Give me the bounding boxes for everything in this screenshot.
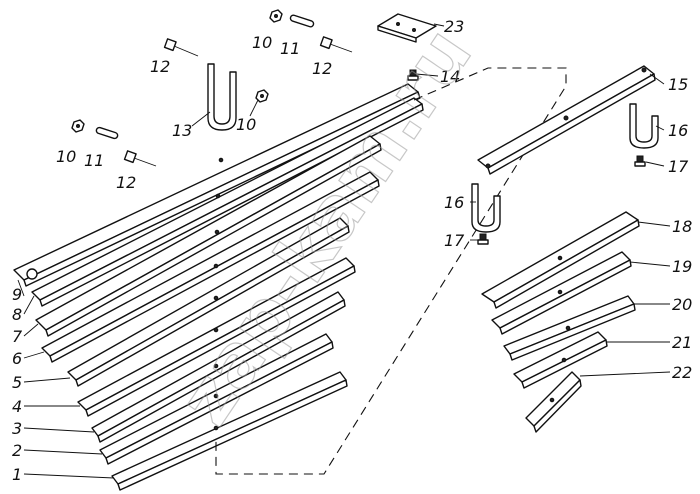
callout-5: 5 [12, 373, 22, 392]
callout-8: 8 [12, 305, 22, 324]
callout-13: 13 [172, 121, 192, 140]
callout-11-a: 11 [280, 39, 300, 58]
leaf-3-edge [97, 299, 346, 443]
pin-11-b [95, 126, 119, 140]
callout-9: 9 [12, 285, 22, 304]
callout-15: 15 [668, 75, 688, 94]
callout-17-b: 17 [444, 231, 465, 250]
leaf-4-edge [85, 265, 356, 417]
callout-21: 21 [672, 333, 692, 352]
clip-16-a [629, 103, 659, 149]
callout-12-b: 12 [312, 59, 332, 78]
leaf-7-edge [45, 143, 382, 337]
leaf-1-edge [117, 379, 348, 491]
leaf-15 [477, 65, 656, 175]
callout-17-a: 17 [668, 157, 689, 176]
callout-12-c: 12 [116, 173, 136, 192]
callout-2: 2 [12, 441, 22, 460]
callout-19: 19 [672, 257, 692, 276]
callout-22: 22 [672, 363, 692, 382]
callout-7: 7 [12, 327, 23, 346]
callout-4: 4 [12, 397, 22, 416]
callout-6: 6 [12, 349, 22, 368]
callout-16-a: 16 [668, 121, 688, 140]
pin-11-a [289, 14, 315, 28]
callout-10-a: 10 [252, 33, 272, 52]
leaf-8-edge [39, 103, 424, 307]
callout-16-b: 16 [444, 193, 464, 212]
callout-10-b: 10 [236, 115, 256, 134]
leaf-2-edge [105, 341, 334, 465]
callout-20: 20 [672, 295, 692, 314]
callout-labels: 1 2 3 4 5 6 7 8 9 10 10 10 11 11 12 12 1… [12, 17, 692, 484]
clip-16-b [471, 183, 501, 233]
bolt-12-c [123, 150, 157, 167]
nut-10-b [255, 89, 269, 103]
nut-10-c [71, 119, 85, 133]
leaf-center-holes [213, 157, 224, 431]
callout-18: 18 [672, 217, 692, 236]
callout-23: 23 [444, 17, 464, 36]
leaf-20 [503, 295, 636, 361]
bolt-12-b [319, 36, 353, 53]
main-leaf-stack [13, 83, 424, 491]
leader-lines [17, 23, 671, 479]
leaf-22 [525, 371, 582, 433]
callout-12-a: 12 [150, 57, 170, 76]
leaf-9-eye [26, 268, 38, 280]
callout-10-c: 10 [56, 147, 76, 166]
bolt-17-b [477, 233, 489, 245]
bolt-14 [407, 69, 419, 81]
leaf-21 [513, 331, 608, 389]
callout-14: 14 [440, 67, 460, 86]
bolt-12-a [163, 38, 199, 57]
callout-1: 1 [12, 465, 22, 484]
plate-23 [377, 13, 437, 43]
group-outline [215, 67, 567, 475]
callout-3: 3 [12, 419, 22, 438]
nut-10-a [269, 9, 283, 23]
bolt-17-a [634, 155, 646, 167]
leaf-6-edge [49, 179, 380, 363]
leaf-5-edge [75, 225, 350, 387]
clip-13 [207, 63, 237, 131]
leaf-19 [491, 251, 632, 335]
callout-11-b: 11 [84, 151, 104, 170]
leaf-18 [481, 211, 640, 309]
